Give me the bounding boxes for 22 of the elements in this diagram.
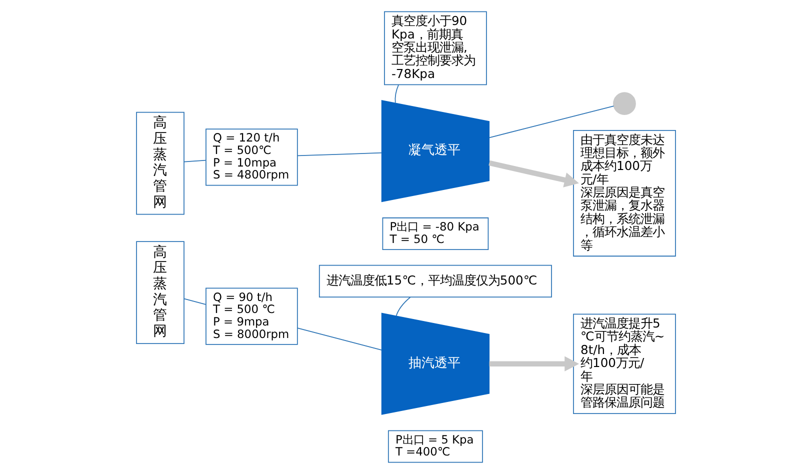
- node-box: 由于真空度未达理想目标，额外成本约100万元/年 深层原因是真空泵泄漏，复水器结构，系统泄漏，循环水温差小等: [573, 130, 676, 257]
- connector: [184, 298, 206, 305]
- connector: [396, 296, 411, 316]
- arrow: [489, 356, 580, 372]
- node-box: 真空度小于90Kpa，前期真空泵出现泄漏,工艺控制要求为-78Kpa: [384, 11, 487, 86]
- connector: [297, 152, 382, 156]
- node-box: 抽汽透平: [381, 312, 490, 415]
- node-box: Q = 90 t/h T = 500 ℃ P = 9mpa S = 8000rpm: [206, 288, 298, 345]
- node-box: 高压蒸汽管网: [136, 241, 184, 344]
- node-circle: [613, 92, 636, 115]
- node-box: 进汽温度低15℃，平均温度仅为500℃: [318, 264, 552, 298]
- connector: [297, 328, 382, 350]
- connector: [184, 160, 206, 162]
- node-box: 凝气透平: [381, 100, 490, 202]
- node-box: P出口 = 5 Kpa T =400℃: [388, 430, 483, 463]
- node-box: Q = 120 t/h T = 500℃ P = 10mpa S = 4800rpm: [206, 128, 298, 186]
- arrow: [488, 160, 579, 188]
- node-box: 高压蒸汽管网: [136, 112, 184, 215]
- connector: [488, 106, 614, 138]
- node-box: P出口 = -80 Kpa T = 50 ℃: [382, 217, 489, 250]
- connector: [394, 84, 399, 104]
- node-box: 进汽温度提升5℃可节约蒸汽~8t/h，成本约100万元/年 深层原因可能是管路保温原问题: [573, 314, 676, 414]
